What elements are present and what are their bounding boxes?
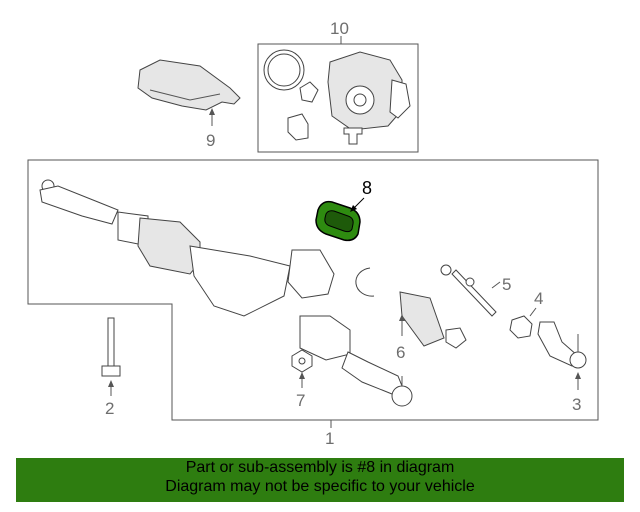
- callout-6[interactable]: 6: [396, 343, 405, 362]
- assembly-1-frame: [27, 159, 599, 421]
- callout-5[interactable]: 5: [502, 275, 511, 294]
- parts-diagram: 10 9 1 8: [27, 19, 599, 448]
- callout-7[interactable]: 7: [296, 391, 305, 410]
- bolt-2: [101, 317, 121, 377]
- callout-9[interactable]: 9: [206, 131, 215, 150]
- flange-nut-7: [291, 349, 313, 373]
- heat-shield-9: [137, 59, 241, 111]
- info-banner: Part or sub-assembly is #8 in diagram Di…: [16, 458, 624, 502]
- banner-line-1: Part or sub-assembly is #8 in diagram: [185, 459, 455, 476]
- tie-rod-end-3: [537, 321, 587, 369]
- bellows-boot-6: [355, 267, 467, 349]
- seal-8-highlighted[interactable]: [315, 200, 361, 242]
- tie-rod-5: [440, 264, 497, 317]
- steering-rack-1: [39, 179, 413, 407]
- subassembly-10-frame: [257, 43, 419, 153]
- callout-8[interactable]: 8: [362, 178, 372, 198]
- callout-2[interactable]: 2: [105, 399, 114, 418]
- callout-1[interactable]: 1: [325, 429, 334, 448]
- callout-10[interactable]: 10: [330, 19, 349, 38]
- callout-4[interactable]: 4: [534, 289, 543, 308]
- motor-unit-10: [263, 49, 411, 145]
- callout-3[interactable]: 3: [572, 395, 581, 414]
- nut-4: [509, 315, 533, 339]
- banner-line-2: Diagram may not be specific to your vehi…: [165, 478, 475, 495]
